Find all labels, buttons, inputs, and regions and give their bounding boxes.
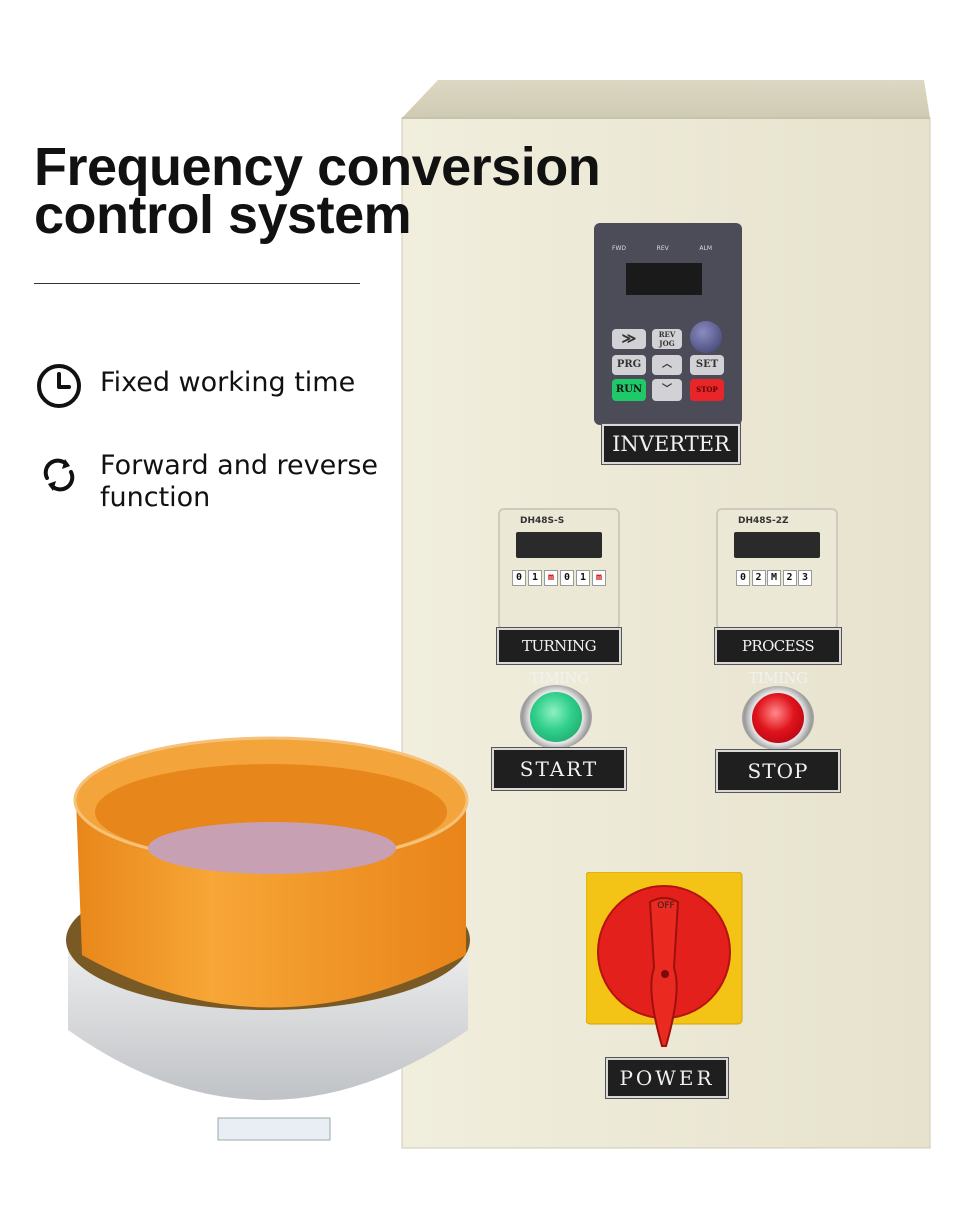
timer-display xyxy=(516,532,602,558)
timer-digit[interactable]: 3 xyxy=(798,570,812,586)
stop-key[interactable]: STOP xyxy=(690,379,724,401)
turning-timer: DH48S-S 0 1 m 0 1 m xyxy=(498,508,620,630)
timer-dial-switches[interactable]: 0 2 M 2 3 xyxy=(736,570,812,586)
feature-text-line-2: function xyxy=(100,482,211,513)
clock-icon xyxy=(37,364,81,408)
start-label-plate: START xyxy=(492,748,626,790)
fwd-indicator: FWD xyxy=(612,245,627,252)
up-key[interactable]: ︿ xyxy=(652,355,682,375)
inverter-label-plate: INVERTER xyxy=(602,424,740,464)
stop-button[interactable] xyxy=(752,693,804,743)
switch-off-text: OFF xyxy=(657,901,674,911)
prg-key[interactable]: PRG xyxy=(612,355,646,375)
feature-text: Forward and reverse function xyxy=(100,450,378,514)
power-label-plate: POWER xyxy=(606,1058,728,1098)
start-button-bezel[interactable] xyxy=(520,685,592,749)
run-key[interactable]: RUN xyxy=(612,379,646,401)
timer-digit[interactable]: M xyxy=(767,570,781,586)
title-line-2: control system xyxy=(34,185,412,245)
timer-digit[interactable]: 0 xyxy=(560,570,574,586)
timer-model: DH48S-S xyxy=(520,516,565,526)
stop-label-plate: STOP xyxy=(716,750,840,792)
rotate-arrows-icon xyxy=(43,458,75,492)
set-key[interactable]: SET xyxy=(690,355,724,375)
rev-jog-key[interactable]: REV JOG xyxy=(652,329,682,349)
polishing-media xyxy=(148,822,396,874)
alm-indicator: ALM xyxy=(699,245,712,252)
timer-display xyxy=(734,532,820,558)
rev-indicator: REV xyxy=(656,245,669,252)
inverter-indicators: FWD REV ALM xyxy=(612,245,712,252)
start-button[interactable] xyxy=(530,692,582,742)
timer-digit[interactable]: m xyxy=(544,570,558,586)
shift-key[interactable]: ≫ xyxy=(612,329,646,349)
feature-fixed-time: Fixed working time xyxy=(34,361,355,411)
process-timing-plate: PROCESS TIMING xyxy=(715,628,841,687)
potentiometer-knob[interactable] xyxy=(690,321,722,353)
title-line-1: Frequency conversion xyxy=(34,137,601,197)
process-timer: DH48S-2Z 0 2 M 2 3 xyxy=(716,508,838,630)
polishing-bowl xyxy=(66,736,470,1141)
timer-digit[interactable]: 0 xyxy=(736,570,750,586)
timer-digit[interactable]: 2 xyxy=(751,570,766,586)
timer-digit[interactable]: 1 xyxy=(576,570,590,586)
timer-digit[interactable]: m xyxy=(592,570,606,586)
feature-text: Fixed working time xyxy=(100,367,356,398)
timer-dial-switches[interactable]: 0 1 m 0 1 m xyxy=(512,570,606,586)
jog-label: JOG xyxy=(659,339,675,348)
feature-forward-reverse: Forward and reverse function xyxy=(34,450,378,514)
page-title: Frequency conversion control system xyxy=(34,137,601,245)
bowl-nameplate xyxy=(217,1117,331,1141)
inverter-unit: FWD REV ALM ≫ REV JOG PRG ︿ SET RUN ﹀ ST… xyxy=(594,223,742,425)
power-switch[interactable]: OFF xyxy=(586,872,744,1048)
timer-digit[interactable]: 0 xyxy=(512,570,526,586)
rev-label: REV xyxy=(658,330,676,339)
timer-digit[interactable]: 2 xyxy=(782,570,797,586)
down-key[interactable]: ﹀ xyxy=(652,379,682,401)
title-divider xyxy=(34,283,360,284)
feature-text-line-1: Forward and reverse xyxy=(100,450,379,481)
cabinet-top xyxy=(402,80,930,118)
inverter-display xyxy=(626,263,702,295)
stop-button-bezel[interactable] xyxy=(742,686,814,750)
timer-digit[interactable]: 1 xyxy=(528,570,542,586)
turning-timing-plate: TURNING TIMING xyxy=(497,628,621,687)
timer-model: DH48S-2Z xyxy=(738,516,789,526)
